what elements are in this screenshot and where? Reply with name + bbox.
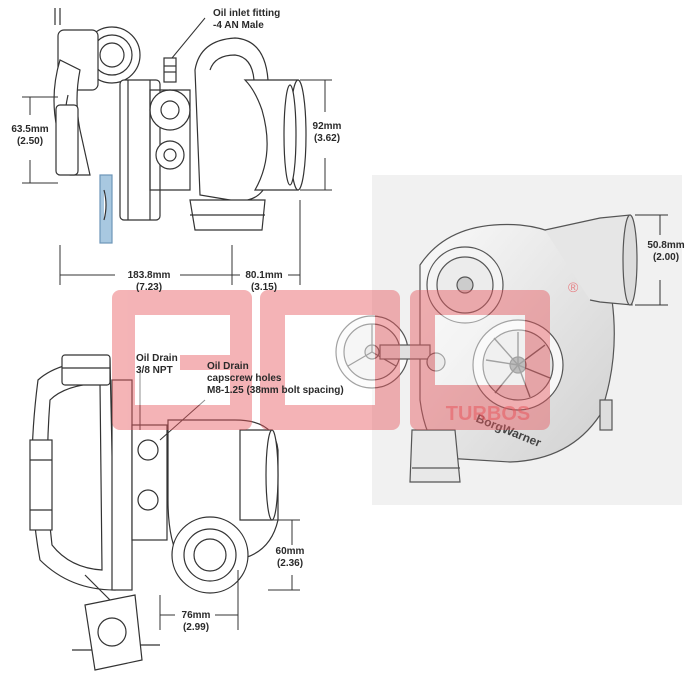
dim-length-in: (7.23) bbox=[135, 282, 163, 293]
top-view-dimension-lines bbox=[22, 17, 332, 285]
watermark-logo bbox=[112, 290, 550, 430]
drain-holes-line3: M8-1.25 (38mm bolt spacing) bbox=[207, 385, 344, 396]
watermark-registered: ® bbox=[568, 279, 579, 295]
oil-inlet-label: Oil inlet fitting -4 AN Male bbox=[213, 8, 280, 32]
dim-spacing-mm: 76mm bbox=[181, 610, 211, 621]
dim-height-in: (2.50) bbox=[16, 136, 44, 147]
dim-outlet-label: 92mm (3.62) bbox=[304, 121, 350, 145]
front-view-dimension-lines bbox=[635, 214, 668, 306]
front-view-drawing bbox=[335, 214, 638, 483]
drain-holes-label: Oil Drain capscrew holes M8-1.25 (38mm b… bbox=[207, 361, 344, 397]
oil-inlet-line1: Oil inlet fitting bbox=[213, 8, 281, 19]
dim-height-label: 63.5mm (2.50) bbox=[6, 124, 54, 148]
dim-inlet-mm: 50.8mm bbox=[647, 240, 685, 251]
dim-flange-mm: 60mm bbox=[275, 546, 305, 557]
dim-spacing-in: (2.99) bbox=[182, 622, 210, 633]
dim-flange-label: 60mm (2.36) bbox=[270, 546, 310, 570]
dim-outlet-in: (3.62) bbox=[313, 133, 341, 144]
oil-drain-line2: 3/8 NPT bbox=[136, 365, 173, 376]
dim-inlet-in: (2.00) bbox=[652, 252, 680, 263]
dim-outlet-mm: 92mm bbox=[312, 121, 342, 132]
dim-offset-label: 80.1mm (3.15) bbox=[240, 270, 288, 294]
oil-drain-line1: Oil Drain bbox=[136, 353, 178, 364]
dim-length-label: 183.8mm (7.23) bbox=[118, 270, 180, 294]
watermark-sub: TURBOS bbox=[446, 403, 530, 425]
oil-drain-label: Oil Drain 3/8 NPT bbox=[136, 353, 178, 377]
dim-length-mm: 183.8mm bbox=[127, 270, 171, 281]
dim-height-mm: 63.5mm bbox=[11, 124, 49, 135]
top-view-drawing bbox=[53, 8, 307, 244]
oil-inlet-line2: -4 AN Male bbox=[213, 20, 264, 31]
drain-holes-line1: Oil Drain bbox=[207, 361, 249, 372]
dim-offset-in: (3.15) bbox=[250, 282, 278, 293]
side-view-dimension-lines bbox=[139, 370, 300, 630]
dim-flange-in: (2.36) bbox=[276, 558, 304, 569]
side-view-drawing bbox=[29, 354, 279, 671]
dim-spacing-label: 76mm (2.99) bbox=[176, 610, 216, 634]
dim-offset-mm: 80.1mm bbox=[245, 270, 283, 281]
drain-holes-line2: capscrew holes bbox=[207, 373, 282, 384]
dim-inlet-label: 50.8mm (2.00) bbox=[638, 240, 694, 264]
